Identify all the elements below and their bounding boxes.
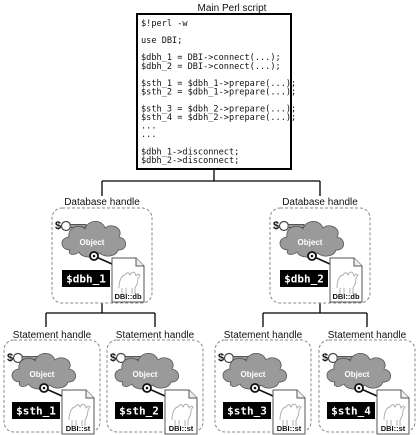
database-handle-caption: Database handle	[282, 197, 358, 208]
code-line: $dbh_2 = DBI->connect(...);	[141, 62, 281, 72]
sigil-label: $	[273, 220, 279, 232]
sth-var-box	[115, 402, 163, 419]
knot-icon	[307, 251, 317, 261]
code-line: ...	[141, 122, 157, 132]
class-label: DBI::st	[277, 424, 302, 433]
sigil-label: $	[218, 352, 224, 364]
code-line: $sth_4 = $dbh_2->prepare(...);	[141, 113, 296, 123]
sigil-label: $	[55, 220, 61, 232]
statement-handle-caption: Statement handle	[328, 330, 407, 341]
code-line: $dbh_1->disconnect;	[141, 147, 239, 157]
statement-handle-caption: Statement handle	[13, 330, 92, 341]
script-title: Main Perl script	[198, 3, 267, 14]
class-label: DBI::db	[332, 292, 359, 301]
dashed-frame	[214, 339, 312, 433]
script-code: $!perl -w use DBI; $dbh_1 = DBI->connect(.…	[141, 19, 296, 166]
code-line: $sth_3 = $dbh_2->prepare(...);	[141, 105, 296, 115]
database-handle-caption: Database handle	[64, 197, 140, 208]
object-label: Object	[80, 238, 105, 247]
object-label: Object	[241, 370, 266, 379]
dashed-frame	[318, 339, 416, 433]
dashed-frame	[106, 339, 204, 433]
code-line: use DBI;	[141, 36, 182, 46]
class-label: DBI::db	[114, 292, 141, 301]
dbh-var-box	[62, 270, 110, 287]
class-label: DBI::st	[169, 424, 194, 433]
sth-var-label: $sth_1	[16, 405, 56, 418]
script-box	[136, 13, 292, 170]
code-line: $!perl -w	[141, 19, 188, 29]
database-handles: Database handle$ObjectDBI::db$dbh_1Datab…	[51, 197, 371, 304]
knot-icon	[39, 383, 49, 393]
class-label: DBI::st	[381, 424, 406, 433]
sth-var-label: $sth_4	[331, 405, 371, 418]
object-label: Object	[345, 370, 370, 379]
dashed-frame	[269, 207, 371, 304]
code-line: $dbh_2->disconnect;	[141, 156, 239, 166]
dbh-var-box	[280, 270, 328, 287]
object-label: Object	[30, 370, 55, 379]
sigil-label: $	[110, 352, 116, 364]
dashed-frame	[3, 339, 101, 433]
dbh-var-label: $dbh_1	[66, 273, 106, 286]
code-line: $dbh_1 = DBI->connect(...);	[141, 53, 281, 63]
object-label: Object	[133, 370, 158, 379]
sigil-label: $	[322, 352, 328, 364]
sth-var-box	[223, 402, 271, 419]
knot-icon	[89, 251, 99, 261]
knot-icon	[250, 383, 260, 393]
code-line: $sth_1 = $dbh_1->prepare(...);	[141, 79, 296, 89]
knot-icon	[142, 383, 152, 393]
code-line: ...	[141, 130, 157, 140]
dashed-frame	[51, 207, 153, 304]
sth-var-box	[327, 402, 375, 419]
code-line: $sth_2 = $dbh_1->prepare(...);	[141, 87, 296, 97]
main-perl-script: Main Perl script $!perl -w use DBI; $dbh_1…	[136, 3, 296, 170]
statement-handles: Statement handle$ObjectDBI::st$sth_1Stat…	[3, 330, 416, 435]
class-label: DBI::st	[66, 424, 91, 433]
connector-lines	[45, 169, 368, 327]
sth-var-label: $sth_3	[227, 405, 267, 418]
object-label: Object	[298, 238, 323, 247]
sigil-label: $	[7, 352, 13, 364]
knot-icon	[354, 383, 364, 393]
sth-var-label: $sth_2	[119, 405, 159, 418]
sth-var-box	[12, 402, 60, 419]
statement-handle-caption: Statement handle	[116, 330, 195, 341]
dbh-var-label: $dbh_2	[284, 273, 324, 286]
statement-handle-caption: Statement handle	[224, 330, 303, 341]
